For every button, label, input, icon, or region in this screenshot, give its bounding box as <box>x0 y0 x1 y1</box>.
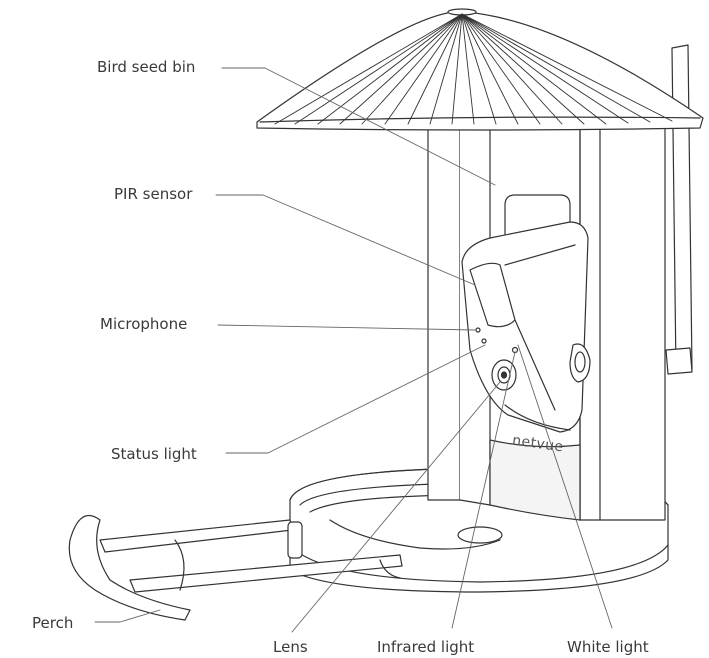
leader-white-light <box>517 344 613 629</box>
leader-status-light <box>225 344 486 454</box>
leader-perch <box>94 609 161 623</box>
roof <box>256 8 704 131</box>
label-lens: Lens <box>273 638 308 656</box>
leader-pir-sensor <box>215 194 476 286</box>
leader-lens <box>291 381 501 633</box>
callout-lines <box>94 67 613 633</box>
label-status-light: Status light <box>111 445 197 463</box>
camera <box>461 194 591 433</box>
label-white-light: White light <box>567 638 649 656</box>
label-bird-seed-bin: Bird seed bin <box>97 58 196 76</box>
perch <box>68 515 403 621</box>
antenna <box>665 44 693 375</box>
label-infrared-light: Infrared light <box>377 638 475 656</box>
label-microphone: Microphone <box>100 315 188 333</box>
leader-infrared-light <box>451 351 516 629</box>
leader-microphone <box>217 324 476 331</box>
label-pir-sensor: PIR sensor <box>114 185 193 203</box>
leader-bird-seed-bin <box>221 67 496 186</box>
label-perch: Perch <box>32 614 74 632</box>
